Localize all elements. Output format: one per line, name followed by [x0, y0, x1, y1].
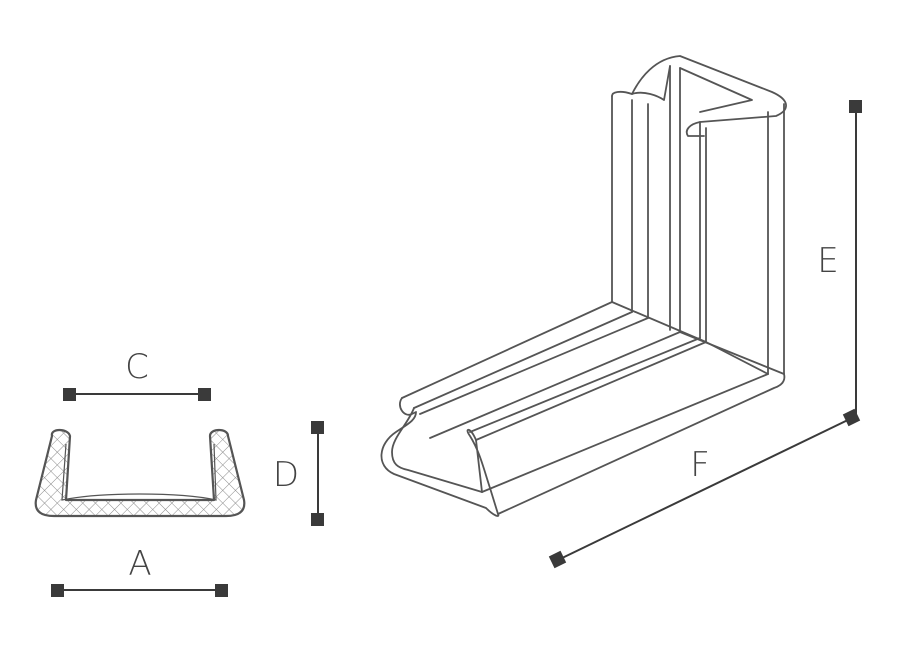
dimension-f: F: [548, 408, 861, 569]
dimension-d: D: [273, 421, 324, 526]
label-f: F: [690, 445, 710, 485]
profile-outline: [34, 428, 246, 518]
label-c: C: [125, 347, 149, 387]
dimension-c: C: [63, 347, 211, 401]
label-a: A: [128, 544, 151, 584]
profile-inner-line: [61, 443, 217, 501]
label-d: D: [273, 455, 299, 495]
profile-cross-section: [34, 428, 246, 518]
dimension-e: E: [817, 100, 862, 418]
dimension-a: A: [51, 544, 228, 597]
corner-3d-view: [380, 55, 787, 517]
label-e: E: [817, 241, 838, 281]
